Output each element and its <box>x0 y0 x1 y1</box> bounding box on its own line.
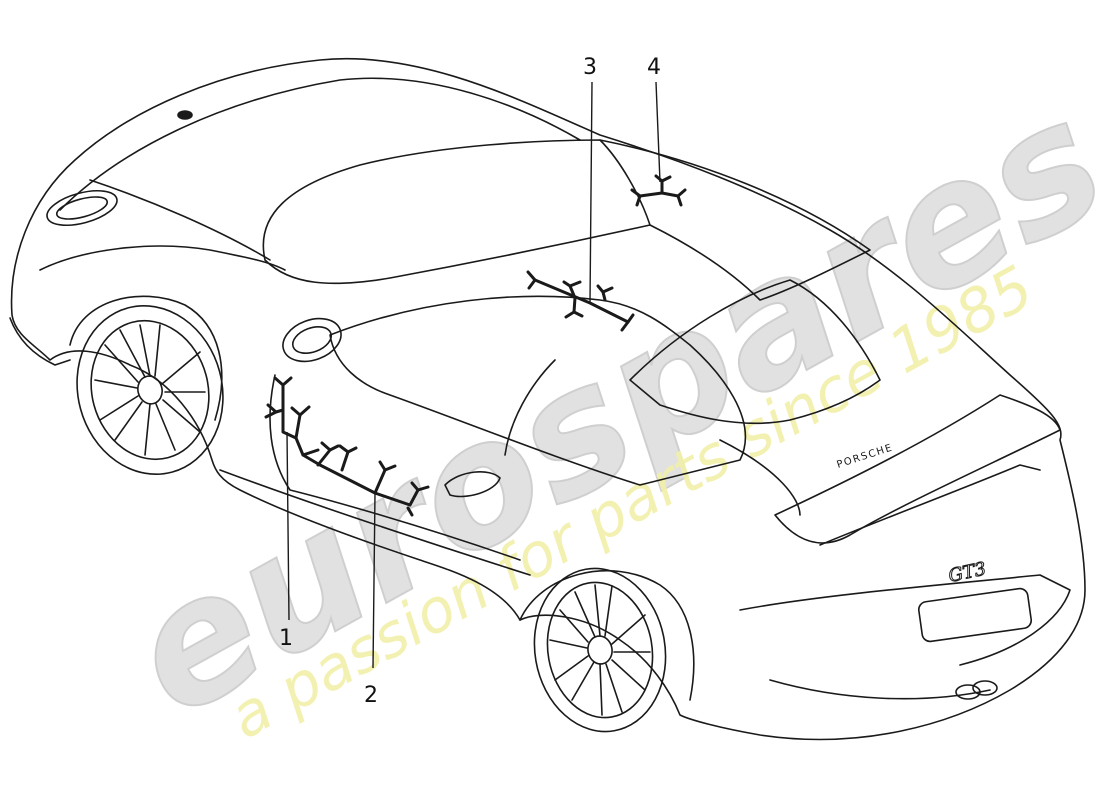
door-handle <box>444 471 501 498</box>
wiring-harness-1[interactable] <box>264 376 311 440</box>
front-wheel-arch <box>69 295 223 421</box>
rear-wheel <box>533 567 667 733</box>
hood-center <box>89 179 271 261</box>
side-mirror <box>282 317 342 363</box>
rear-wing <box>774 394 1061 544</box>
exhaust-pipe-right <box>972 680 998 696</box>
exhaust-pipe-left <box>955 684 981 700</box>
front-headlight-inner <box>55 196 109 220</box>
watermark: eurospares a passion for parts since 198… <box>98 61 1100 757</box>
side-mirror-inner <box>291 326 333 354</box>
callout-1[interactable]: 1 <box>279 626 293 651</box>
front-bumper-lip <box>9 317 71 366</box>
car-outline <box>9 57 1086 741</box>
wiring-harness-2[interactable] <box>294 436 430 517</box>
hood-line <box>59 77 581 211</box>
wiring-harness-4[interactable] <box>630 174 687 207</box>
callout-3[interactable]: 3 <box>583 55 597 80</box>
side-skirt <box>219 469 531 576</box>
hood-emblem <box>177 110 193 120</box>
hood-edge <box>39 245 286 271</box>
callout-leader-2 <box>372 492 376 669</box>
callout-4[interactable]: 4 <box>647 55 661 80</box>
windshield <box>262 139 651 285</box>
watermark-brand: eurospares <box>99 62 1100 756</box>
rear-fascia <box>739 574 1071 666</box>
side-window <box>329 295 747 486</box>
rear-deck <box>719 439 801 516</box>
rear-wing-lower <box>819 464 1041 546</box>
callout-leader-1 <box>286 431 290 621</box>
rear-wheel-arch <box>519 570 695 701</box>
rear-brand-badge: PORSCHE <box>836 442 895 471</box>
rear-model-badge: GT3 <box>947 558 988 586</box>
license-plate-recess <box>917 587 1033 643</box>
roof <box>599 139 871 301</box>
side-window-divider <box>504 359 556 456</box>
car-body-silhouette <box>10 57 1086 741</box>
callout-2[interactable]: 2 <box>364 683 378 708</box>
callout-leader-3 <box>589 81 593 304</box>
rear-diffuser <box>769 679 991 700</box>
door-outline <box>269 374 521 561</box>
front-wheel <box>76 305 224 475</box>
front-headlight <box>46 189 118 227</box>
callout-leader-4 <box>655 81 661 183</box>
rear-window <box>629 279 881 425</box>
